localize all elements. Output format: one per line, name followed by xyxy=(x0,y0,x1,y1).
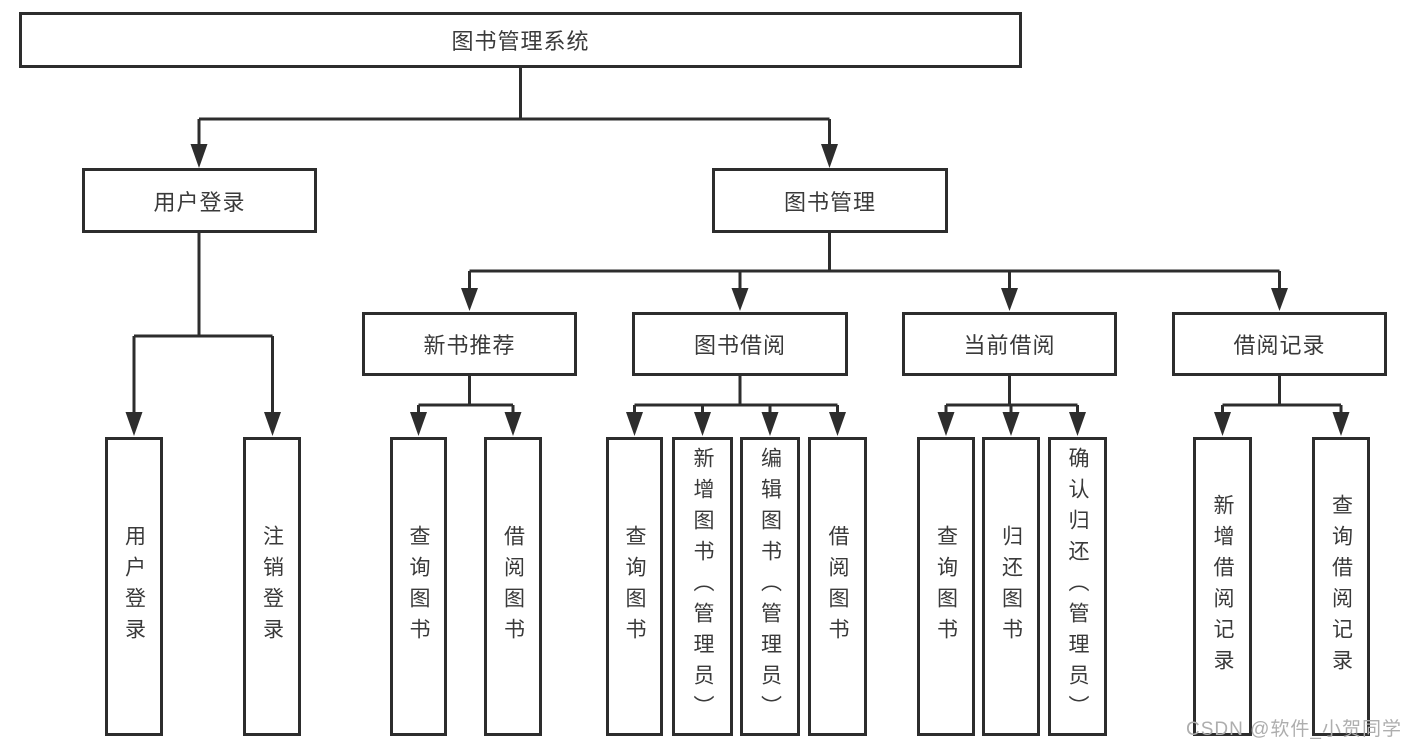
arrowhead-down-icon xyxy=(190,144,838,168)
node-label: 编辑图书（管理员） xyxy=(758,447,782,726)
leaf-borrow-add-books-admin: 新增图书（管理员） xyxy=(672,437,733,736)
leaf-borrow-edit-books-admin: 编辑图书（管理员） xyxy=(740,437,800,736)
edge-line xyxy=(1221,376,1343,414)
leaf-borrow-borrow-books: 借阅图书 xyxy=(808,437,867,736)
leaf-newbook-query-books: 查询图书 xyxy=(390,437,447,736)
arrowhead-down-icon xyxy=(937,412,1086,436)
edge-root-to-children xyxy=(190,68,838,168)
arrowhead-down-icon xyxy=(461,288,1288,311)
arrowhead-down-icon xyxy=(626,412,846,436)
node-label: 借阅记录 xyxy=(1233,333,1326,358)
node-label: 借阅图书 xyxy=(501,524,525,649)
node-label: 新增借阅记录 xyxy=(1211,493,1234,680)
leaf-borrow-query-books: 查询图书 xyxy=(606,437,663,736)
leaf-current-query-books: 查询图书 xyxy=(917,437,975,736)
leaf-newbook-borrow-books: 借阅图书 xyxy=(484,437,542,736)
edge-line xyxy=(944,376,1079,414)
node-label: 图书管理系统 xyxy=(451,29,590,54)
node-label: 查询图书 xyxy=(623,524,646,649)
node-label: 查询借阅记录 xyxy=(1329,493,1353,680)
node-label: 用户登录 xyxy=(153,189,246,215)
edge-line xyxy=(132,233,274,414)
node-label: 新增图书（管理员） xyxy=(691,447,714,726)
leaf-records-query-record: 查询借阅记录 xyxy=(1312,437,1370,736)
node-label: 借阅图书 xyxy=(826,524,849,649)
arrowhead-down-icon xyxy=(125,412,281,436)
node-user-login: 用户登录 xyxy=(82,168,317,233)
node-label: 新书推荐 xyxy=(423,333,516,358)
node-label: 查询图书 xyxy=(934,524,958,649)
node-label: 图书借阅 xyxy=(693,333,786,358)
leaf-user-login: 用户登录 xyxy=(105,437,163,736)
node-label: 用户登录 xyxy=(122,524,146,649)
edge-line xyxy=(197,68,831,146)
edge-newbook-to-children xyxy=(410,376,522,436)
node-label: 注销登录 xyxy=(260,524,284,649)
edge-line xyxy=(468,233,1281,290)
leaf-records-add-record: 新增借阅记录 xyxy=(1193,437,1252,736)
edge-records-to-children xyxy=(1214,376,1350,436)
csdn-watermark: CSDN @软件_小贺同学 xyxy=(1186,719,1402,740)
node-label: 图书管理 xyxy=(783,189,876,215)
node-book-management: 图书管理 xyxy=(712,168,948,233)
node-label: 当前借阅 xyxy=(963,333,1056,358)
leaf-current-return-books: 归还图书 xyxy=(982,437,1040,736)
node-label: 确认归还（管理员） xyxy=(1066,447,1089,726)
edge-current-to-children xyxy=(937,376,1086,436)
leaf-current-confirm-return-admin: 确认归还（管理员） xyxy=(1048,437,1107,736)
arrowhead-down-icon xyxy=(1214,412,1350,436)
edge-borrow-to-children xyxy=(626,376,846,436)
node-root: 图书管理系统 xyxy=(19,12,1022,68)
edge-mgmt-to-children xyxy=(461,233,1288,311)
leaf-logout: 注销登录 xyxy=(243,437,301,736)
edge-line xyxy=(417,376,515,414)
node-label: 查询图书 xyxy=(407,524,430,649)
node-label: 归还图书 xyxy=(999,524,1023,649)
edge-line xyxy=(633,376,839,414)
node-new-book-recommend: 新书推荐 xyxy=(362,312,577,376)
node-book-borrowing: 图书借阅 xyxy=(632,312,848,376)
node-current-borrowing: 当前借阅 xyxy=(902,312,1117,376)
node-borrowing-records: 借阅记录 xyxy=(1172,312,1387,376)
arrowhead-down-icon xyxy=(410,412,522,436)
edge-login-to-children xyxy=(125,233,281,436)
